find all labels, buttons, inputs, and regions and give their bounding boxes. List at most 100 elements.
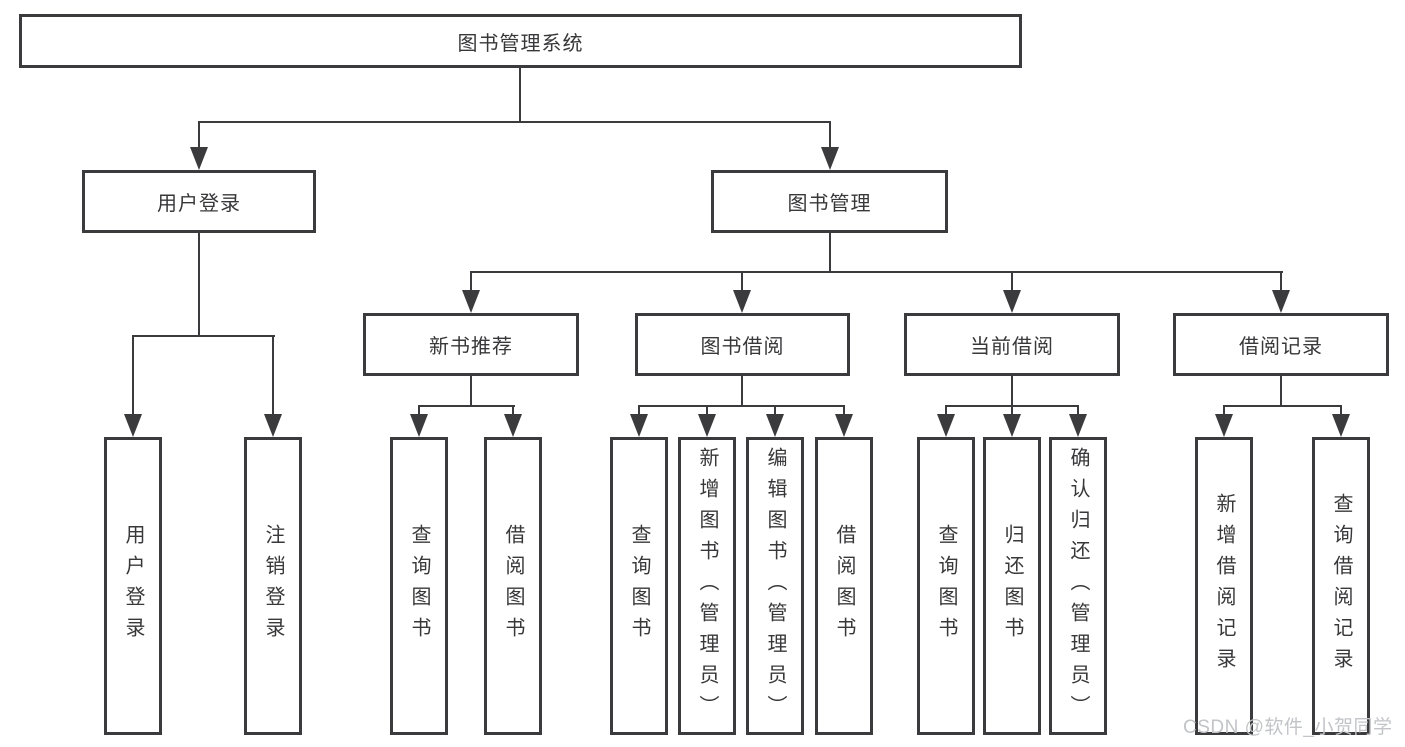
arrow-shaft — [272, 337, 274, 416]
arrow-shaft — [829, 123, 831, 149]
connector-line — [519, 67, 521, 123]
arrow-down-icon — [766, 407, 784, 437]
connector-line — [1280, 375, 1282, 407]
leaf-label: 编辑图书（管理员） — [764, 446, 786, 726]
leaf-borrow-books: 借阅图书 — [484, 437, 542, 735]
arrow-head — [733, 290, 751, 313]
node-label: 图书管理 — [787, 193, 872, 215]
leaf-borrow-books: 借阅图书 — [815, 437, 873, 735]
arrow-head — [766, 414, 784, 437]
leaf-label: 借阅图书 — [502, 524, 524, 648]
arrow-head — [1003, 414, 1021, 437]
node-label: 新书推荐 — [429, 336, 513, 358]
arrow-head — [1003, 290, 1021, 313]
leaf-query-borrow-record: 查询借阅记录 — [1312, 437, 1370, 735]
node-new-book-recommendation: 新书推荐 — [363, 313, 579, 376]
connector-line — [741, 375, 743, 407]
arrow-head — [1215, 414, 1233, 437]
leaf-return-books: 归还图书 — [983, 437, 1041, 735]
arrow-down-icon — [1003, 407, 1021, 437]
arrow-down-icon — [264, 337, 282, 437]
arrow-down-icon — [630, 407, 648, 437]
arrow-shaft — [512, 407, 514, 416]
arrow-head — [630, 414, 648, 437]
connector-line — [198, 121, 831, 123]
arrow-head — [1272, 290, 1290, 313]
arrow-head — [1069, 414, 1087, 437]
leaf-add-borrow-record: 新增借阅记录 — [1195, 437, 1253, 735]
node-current-borrowing: 当前借阅 — [904, 313, 1120, 376]
leaf-label: 查询图书 — [408, 524, 430, 648]
connector-line — [418, 405, 515, 407]
leaf-confirm-return-admin: 确认归还（管理员） — [1049, 437, 1107, 735]
arrow-shaft — [470, 273, 472, 292]
arrow-down-icon — [835, 407, 853, 437]
node-label: 借阅记录 — [1239, 336, 1323, 358]
arrow-down-icon — [190, 123, 208, 170]
arrow-down-icon — [124, 337, 142, 437]
arrow-down-icon — [698, 407, 716, 437]
arrow-shaft — [418, 407, 420, 416]
arrow-head — [462, 290, 480, 313]
arrow-shaft — [638, 407, 640, 416]
arrow-head — [504, 414, 522, 437]
arrow-shaft — [774, 407, 776, 416]
arrow-shaft — [741, 273, 743, 292]
node-library-management-system: 图书管理系统 — [19, 14, 1022, 68]
connector-line — [132, 335, 275, 337]
leaf-add-books-admin: 新增图书（管理员） — [678, 437, 736, 735]
arrow-head — [190, 147, 208, 170]
arrow-head — [264, 414, 282, 437]
arrow-down-icon — [821, 123, 839, 170]
node-borrowing-records: 借阅记录 — [1173, 313, 1389, 376]
connector-line — [1223, 405, 1342, 407]
node-label: 当前借阅 — [970, 336, 1054, 358]
arrow-head — [410, 414, 428, 437]
node-label: 用户登录 — [157, 193, 241, 215]
connector-line — [829, 232, 831, 273]
leaf-label: 查询图书 — [628, 524, 650, 648]
arrow-head — [698, 414, 716, 437]
arrow-shaft — [1011, 407, 1013, 416]
arrow-shaft — [706, 407, 708, 416]
arrow-head — [1332, 414, 1350, 437]
arrow-down-icon — [462, 273, 480, 313]
arrow-down-icon — [1272, 273, 1290, 313]
arrow-shaft — [1077, 407, 1079, 416]
arrow-down-icon — [504, 407, 522, 437]
connector-line — [1011, 375, 1013, 407]
leaf-label: 查询借阅记录 — [1330, 493, 1352, 679]
leaf-query-books: 查询图书 — [390, 437, 448, 735]
arrow-down-icon — [733, 273, 751, 313]
node-label: 图书管理系统 — [457, 32, 584, 55]
arrow-down-icon — [410, 407, 428, 437]
leaf-label: 用户登录 — [122, 524, 144, 648]
connector-line — [198, 232, 200, 337]
leaf-user-login: 用户登录 — [104, 437, 162, 735]
arrow-shaft — [1011, 273, 1013, 292]
arrow-head — [124, 414, 142, 437]
leaf-label: 借阅图书 — [833, 524, 855, 648]
leaf-edit-books-admin: 编辑图书（管理员） — [746, 437, 804, 735]
csdn-watermark: CSDN @软件_小贺同学 — [1183, 717, 1393, 738]
arrow-head — [821, 147, 839, 170]
arrow-shaft — [1340, 407, 1342, 416]
arrow-down-icon — [1215, 407, 1233, 437]
arrow-shaft — [1280, 273, 1282, 292]
connector-line — [945, 405, 1079, 407]
arrow-down-icon — [1003, 273, 1021, 313]
arrow-down-icon — [937, 407, 955, 437]
leaf-query-books: 查询图书 — [610, 437, 668, 735]
arrow-down-icon — [1069, 407, 1087, 437]
arrow-shaft — [843, 407, 845, 416]
arrow-shaft — [198, 123, 200, 149]
node-book-management: 图书管理 — [711, 170, 948, 233]
connector-line — [638, 405, 845, 407]
arrow-shaft — [945, 407, 947, 416]
connector-line — [470, 271, 1283, 273]
leaf-label: 归还图书 — [1001, 524, 1023, 648]
arrow-down-icon — [1332, 407, 1350, 437]
leaf-label: 确认归还（管理员） — [1067, 446, 1089, 726]
leaf-query-books: 查询图书 — [917, 437, 975, 735]
